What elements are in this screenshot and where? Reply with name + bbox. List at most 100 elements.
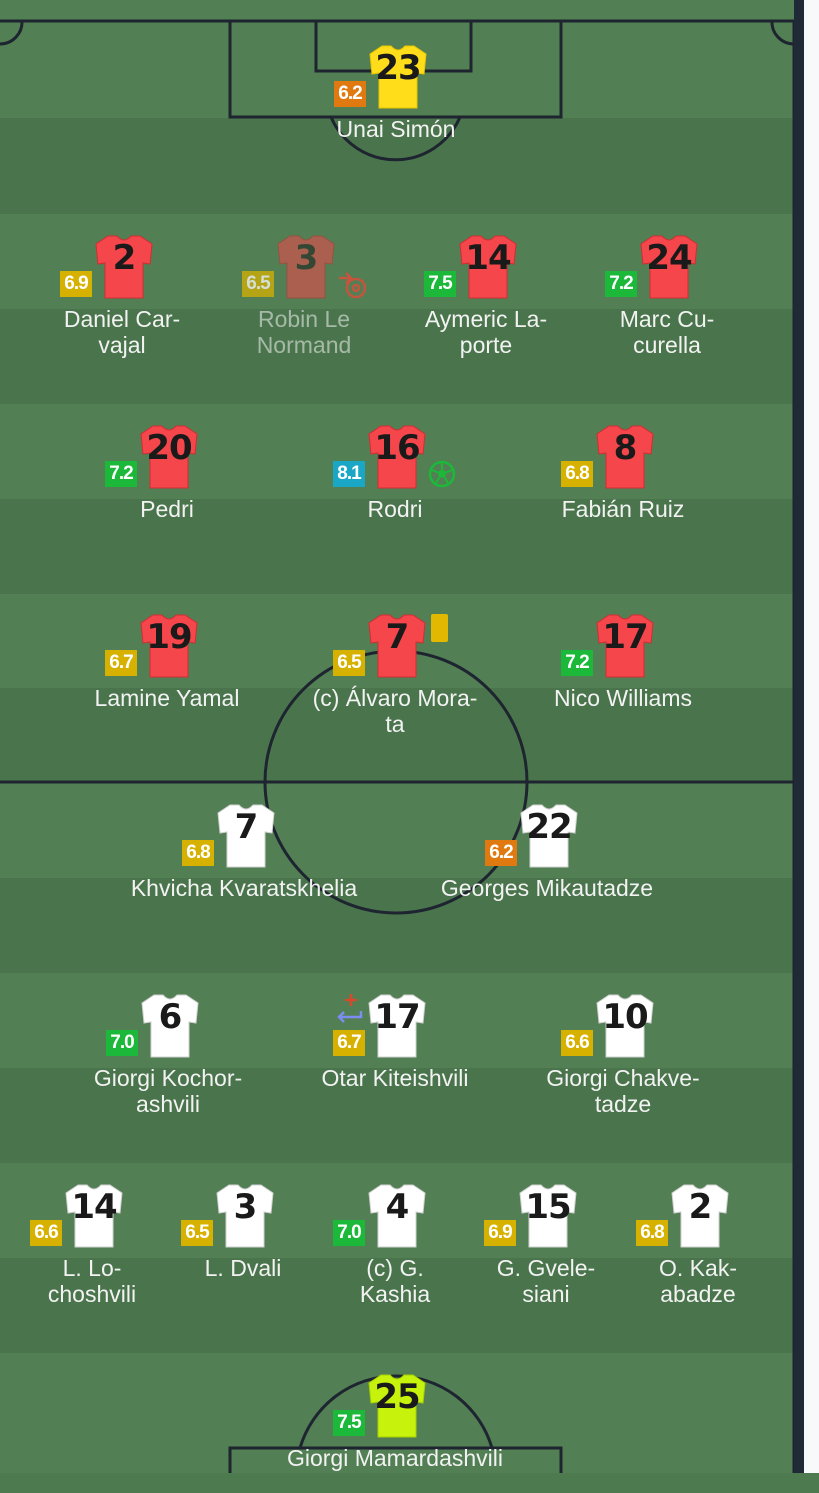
pitch-stripe: [0, 878, 794, 973]
shirt-number: 16: [374, 428, 420, 468]
player-name: Otar Kiteishvili: [321, 1065, 469, 1091]
pitch-stripe: [0, 688, 794, 783]
shirt-icon: 23: [368, 44, 428, 109]
shirt-number: 7: [385, 617, 410, 657]
player-name: Unai Simón: [336, 116, 456, 142]
pitch-stripe: [0, 118, 794, 214]
rating-badge: 6.7: [105, 650, 137, 676]
player-spain-def-4[interactable]: 24 7.2 Marc Cu-curella: [567, 234, 767, 358]
rating-badge: 6.9: [484, 1220, 516, 1246]
rating-badge: 7.0: [106, 1030, 138, 1056]
player-name: L. Dvali: [204, 1255, 282, 1281]
player-georgia-def-5[interactable]: 2 6.8 O. Kak-abadze: [598, 1183, 798, 1307]
player-name: L. Lo-choshvili: [47, 1255, 137, 1307]
player-name: Giorgi Kochor-ashvili: [93, 1065, 243, 1117]
rating-badge: 7.2: [105, 461, 137, 487]
rating-badge: 6.2: [485, 840, 517, 866]
shirt-icon: 7: [216, 803, 276, 868]
shirt-number: 3: [233, 1187, 258, 1227]
rating-badge: 7.5: [333, 1410, 365, 1436]
player-spain-gk[interactable]: 23 6.2 Unai Simón: [296, 44, 496, 164]
shirt-number: 25: [374, 1377, 420, 1417]
player-name: Lamine Yamal: [94, 685, 240, 711]
player-spain-def-3[interactable]: 14 7.5 Aymeric La-porte: [386, 234, 586, 358]
rating-badge: 6.5: [181, 1220, 213, 1246]
player-name: Khvicha Kvaratskhelia: [130, 875, 358, 901]
player-name: Rodri: [367, 496, 423, 522]
shirt-icon: 15: [518, 1183, 578, 1248]
shirt-icon: 10: [595, 993, 655, 1058]
shirt-number: 19: [146, 617, 192, 657]
shirt-number: 22: [526, 807, 572, 847]
player-spain-def-1[interactable]: 2 6.9 Daniel Car-vajal: [22, 234, 222, 358]
player-spain-mid-1[interactable]: 20 7.2 Pedri: [67, 424, 267, 544]
rating-badge: 7.0: [333, 1220, 365, 1246]
player-spain-mid-3[interactable]: 8 6.8 Fabián Ruiz: [523, 424, 723, 544]
shirt-icon: 8: [595, 424, 655, 489]
player-georgia-def-1[interactable]: 14 6.6 L. Lo-choshvili: [0, 1183, 192, 1307]
player-name: Pedri: [140, 496, 194, 522]
pitch-stripe: [0, 1258, 794, 1353]
player-name: Marc Cu-curella: [619, 306, 715, 358]
rating-badge: 6.6: [30, 1220, 62, 1246]
player-georgia-def-2[interactable]: 3 6.5 L. Dvali: [143, 1183, 343, 1303]
shirt-number: 8: [613, 428, 638, 468]
player-georgia-mid-2[interactable]: 17 6.7 Otar Kiteishvili: [295, 993, 495, 1113]
rating-badge: 6.7: [333, 1030, 365, 1056]
player-name: Georges Mikautadze: [440, 875, 654, 901]
player-spain-fwd-3[interactable]: 17 7.2 Nico Williams: [523, 613, 723, 733]
player-name: Daniel Car-vajal: [63, 306, 181, 358]
player-name: (c) Álvaro Mora-ta: [312, 685, 478, 737]
substitution-out-icon: [339, 272, 367, 299]
shirt-icon: 25: [367, 1373, 427, 1438]
rating-badge: 6.8: [561, 461, 593, 487]
pitch-stripe: [0, 499, 794, 594]
sidebar-divider: [794, 0, 804, 1473]
player-name: Aymeric La-porte: [424, 306, 548, 358]
rating-badge: 7.5: [424, 271, 456, 297]
substitution-in-icon: [337, 994, 363, 1023]
player-spain-mid-2[interactable]: 16 8.1 Rodri: [295, 424, 495, 544]
shirt-number: 2: [112, 238, 137, 278]
shirt-number: 3: [294, 238, 319, 278]
player-georgia-gk[interactable]: 25 7.5 Giorgi Mamardashvili: [287, 1373, 503, 1493]
shirt-number: 14: [71, 1187, 117, 1227]
shirt-number: 6: [158, 997, 183, 1037]
player-spain-fwd-2[interactable]: 7 6.5 (c) Álvaro Mora-ta: [295, 613, 495, 737]
shirt-icon: 24: [639, 234, 699, 299]
shirt-icon: 17: [367, 993, 427, 1058]
rating-badge: 6.8: [636, 1220, 668, 1246]
shirt-number: 24: [646, 238, 692, 278]
player-name: Giorgi Mamardashvili: [286, 1445, 503, 1471]
player-georgia-def-4[interactable]: 15 6.9 G. Gvele-siani: [446, 1183, 646, 1307]
shirt-number: 17: [374, 997, 420, 1037]
shirt-icon: 16: [367, 424, 427, 489]
player-georgia-fwd-1[interactable]: 7 6.8 Khvicha Kvaratskhelia: [131, 803, 357, 923]
player-spain-fwd-1[interactable]: 19 6.7 Lamine Yamal: [67, 613, 267, 733]
rating-badge: 6.5: [333, 650, 365, 676]
shirt-icon: 3: [276, 234, 336, 299]
shirt-number: 15: [525, 1187, 571, 1227]
shirt-number: 23: [375, 48, 421, 88]
shirt-icon: 4: [367, 1183, 427, 1248]
shirt-number: 4: [385, 1187, 410, 1227]
player-georgia-mid-3[interactable]: 10 6.6 Giorgi Chakve-tadze: [523, 993, 723, 1117]
rating-badge: 6.9: [60, 271, 92, 297]
player-name: Nico Williams: [554, 685, 692, 711]
player-georgia-def-3[interactable]: 4 7.0 (c) G.Kashia: [295, 1183, 495, 1307]
rating-badge: 8.1: [333, 461, 365, 487]
pitch-stripe: [0, 1068, 794, 1163]
player-georgia-mid-1[interactable]: 6 7.0 Giorgi Kochor-ashvili: [68, 993, 268, 1117]
player-georgia-fwd-2[interactable]: 22 6.2 Georges Mikautadze: [441, 803, 653, 923]
rating-badge: 6.6: [561, 1030, 593, 1056]
goal-ball-icon: [428, 460, 456, 488]
shirt-number: 17: [602, 617, 648, 657]
shirt-number: 7: [234, 807, 259, 847]
shirt-icon: 6: [140, 993, 200, 1058]
shirt-icon: 2: [94, 234, 154, 299]
rating-badge: 6.5: [242, 271, 274, 297]
shirt-icon: 22: [519, 803, 579, 868]
rating-badge: 7.2: [561, 650, 593, 676]
shirt-icon: 14: [64, 1183, 124, 1248]
